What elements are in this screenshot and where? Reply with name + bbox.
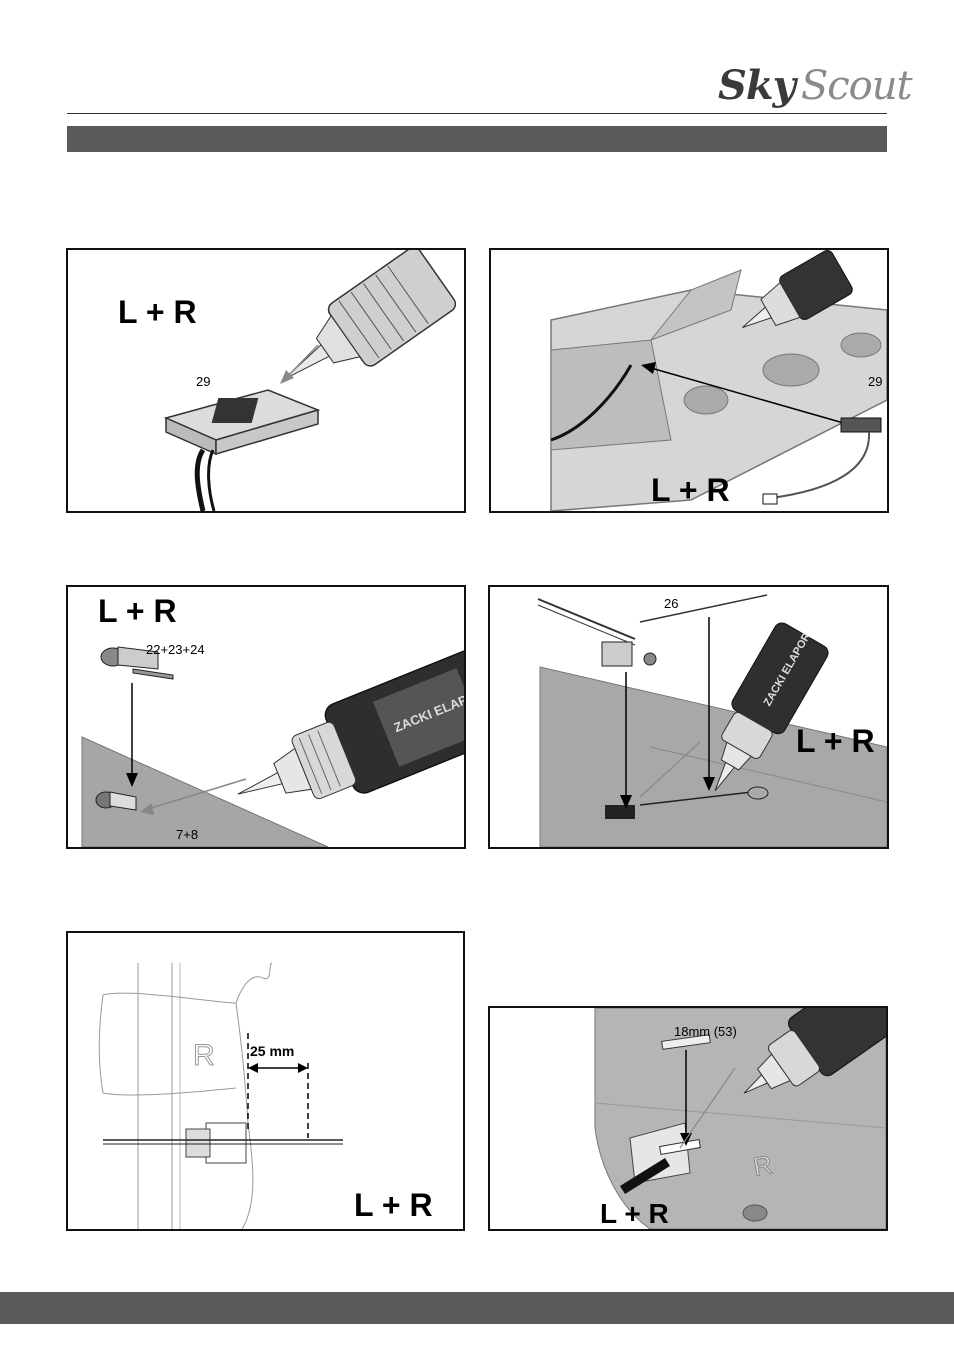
panel-3-part-number-bottom: 7+8 — [176, 827, 198, 842]
panel-3-lr-label: L + R — [98, 593, 177, 630]
footer-bar — [0, 1292, 954, 1324]
panel-5: R 25 mm L + R — [66, 931, 465, 1231]
panel-6: R 18mm (53) L + R — [488, 1006, 888, 1231]
panel-4: ZACKI ELAPOR L + R 26 — [488, 585, 889, 849]
panel-5-illustration: R — [68, 933, 463, 1229]
panel-1-part-number: 29 — [196, 374, 210, 389]
brand-scout: Scout — [801, 63, 912, 109]
panel-4-part-number: 26 — [664, 596, 678, 611]
panel-4-illustration: ZACKI ELAPOR — [490, 587, 887, 847]
panel-2-lr-label: L + R — [651, 472, 730, 509]
panel-1-lr-label: L + R — [118, 294, 197, 331]
panel-3-part-number-top: 22+23+24 — [146, 642, 205, 657]
panel-5-lr-label: L + R — [354, 1187, 433, 1224]
panel-2: L + R 29 — [489, 248, 889, 513]
panel-6-illustration: R — [490, 1008, 886, 1229]
panel-2-part-number: 29 — [868, 374, 882, 389]
panel-5-wing-letter: R — [193, 1039, 215, 1072]
panel-4-lr-label: L + R — [796, 723, 875, 760]
header-rule — [67, 113, 887, 114]
panel-5-dimension: 25 mm — [250, 1043, 294, 1059]
panel-3: ZACKI ELAPOR L + R 22+23+24 7+8 — [66, 585, 466, 849]
brand-sky: Sky — [718, 62, 795, 109]
panel-1: L + R 29 — [66, 248, 466, 513]
panel-6-part-number: 18mm (53) — [674, 1024, 737, 1039]
panel-1-illustration — [68, 250, 464, 511]
section-bar — [67, 126, 887, 152]
panel-6-lr-label: L + R — [600, 1198, 669, 1230]
